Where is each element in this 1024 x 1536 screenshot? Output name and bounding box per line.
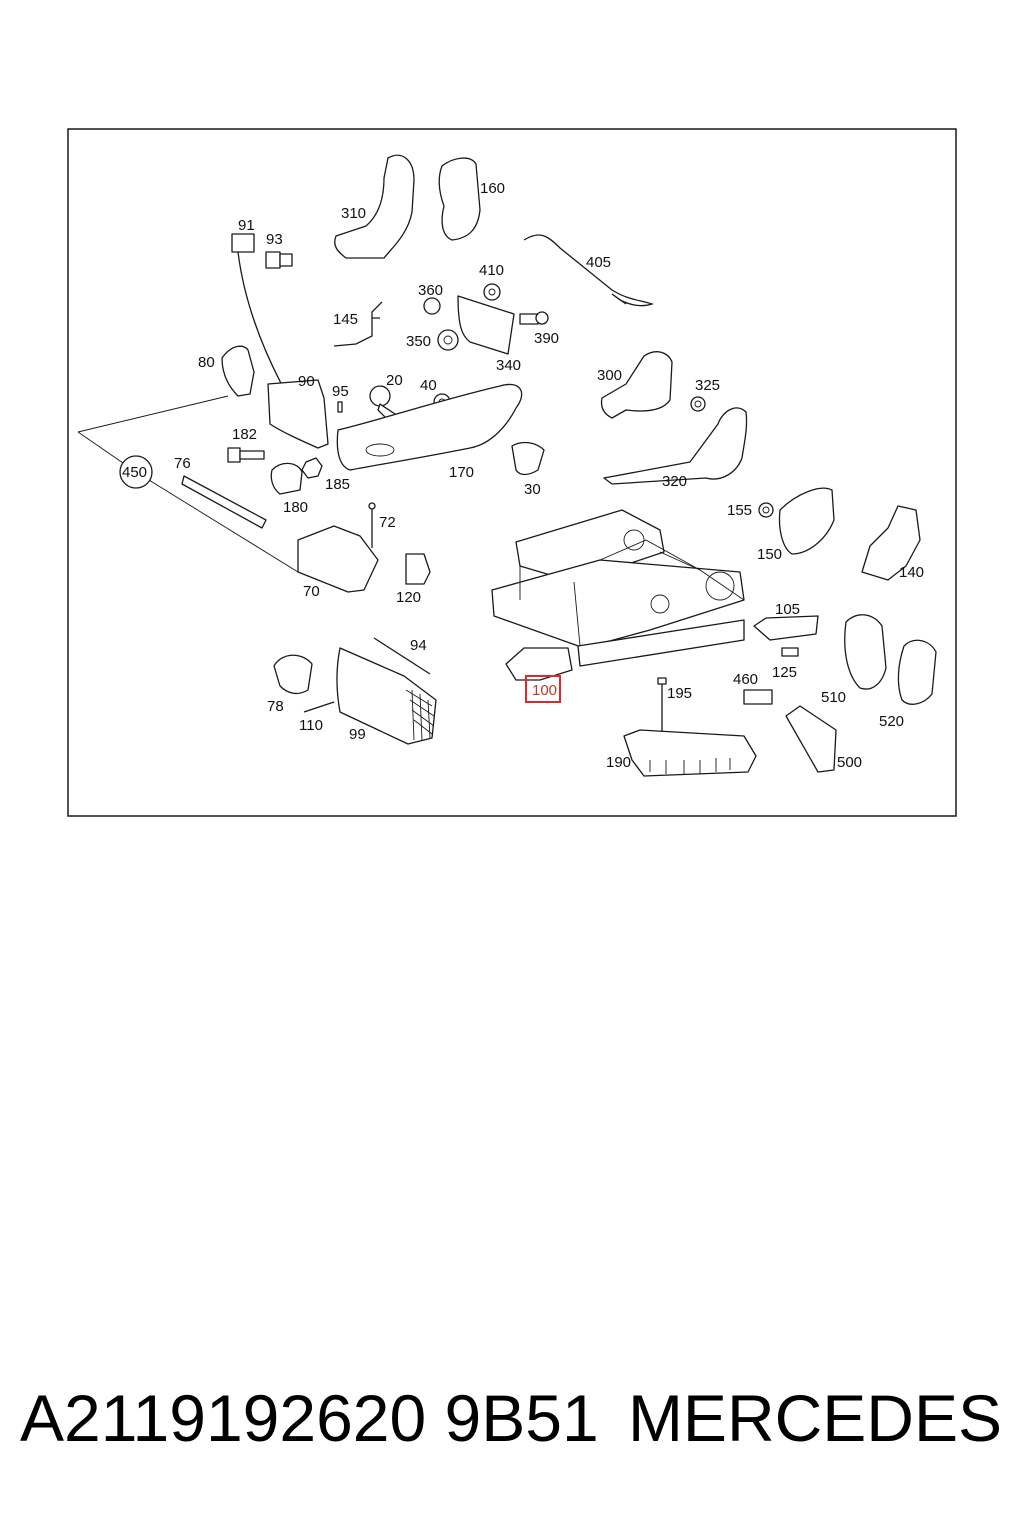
part-105 xyxy=(753,615,819,641)
part-72 xyxy=(368,502,376,548)
brand-name: MERCEDES xyxy=(627,1381,1002,1455)
part-510 xyxy=(844,614,887,690)
label-310: 310 xyxy=(341,205,366,222)
label-170: 170 xyxy=(449,464,474,481)
label-500: 500 xyxy=(837,754,862,771)
label-180: 180 xyxy=(283,499,308,516)
label-520: 520 xyxy=(879,713,904,730)
part-120 xyxy=(405,553,431,585)
part-520 xyxy=(897,639,937,705)
part-325 xyxy=(690,396,706,412)
label-94: 94 xyxy=(410,637,427,654)
label-72: 72 xyxy=(379,514,396,531)
label-155: 155 xyxy=(727,502,752,519)
diagram-canvas: 310 160 91 93 405 410 360 145 390 350 34… xyxy=(67,128,957,817)
part-182 xyxy=(227,447,265,463)
part-78 xyxy=(273,654,313,695)
label-90: 90 xyxy=(298,373,315,390)
part-91 xyxy=(231,233,255,253)
label-80: 80 xyxy=(198,354,215,371)
label-410: 410 xyxy=(479,262,504,279)
label-325: 325 xyxy=(695,377,720,394)
part-185 xyxy=(301,457,323,479)
label-510: 510 xyxy=(821,689,846,706)
part-350 xyxy=(437,329,459,351)
part-99-grille xyxy=(405,689,435,741)
label-125: 125 xyxy=(772,664,797,681)
label-160: 160 xyxy=(480,180,505,197)
part-90 xyxy=(267,379,329,449)
part-405 xyxy=(523,234,655,307)
label-350: 350 xyxy=(406,333,431,350)
part-number: A2119192620 9B51 xyxy=(20,1381,599,1455)
part-110 xyxy=(303,701,335,713)
footer: A2119192620 9B51 MERCEDES xyxy=(0,1380,1024,1470)
part-340 xyxy=(457,295,515,355)
part-94 xyxy=(373,637,431,675)
part-500 xyxy=(785,705,837,773)
part-145 xyxy=(333,301,383,347)
part-125 xyxy=(781,647,799,657)
label-100-highlight: 100 xyxy=(532,682,557,699)
label-20: 20 xyxy=(386,372,403,389)
part-170-slot xyxy=(365,443,395,457)
label-360: 360 xyxy=(418,282,443,299)
part-30 xyxy=(511,441,545,476)
label-76: 76 xyxy=(174,455,191,472)
part-170 xyxy=(336,383,523,471)
label-390: 390 xyxy=(534,330,559,347)
part-160 xyxy=(438,157,481,241)
part-80 xyxy=(221,345,255,397)
label-145: 145 xyxy=(333,311,358,328)
label-40: 40 xyxy=(420,377,437,394)
part-460 xyxy=(743,689,773,705)
label-140: 140 xyxy=(899,564,924,581)
part-140 xyxy=(861,505,921,581)
label-78: 78 xyxy=(267,698,284,715)
label-93: 93 xyxy=(266,231,283,248)
part-195 xyxy=(657,677,667,734)
label-405: 405 xyxy=(586,254,611,271)
label-182: 182 xyxy=(232,426,257,443)
part-190-ribs xyxy=(649,758,731,774)
part-100 xyxy=(505,647,573,681)
part-310 xyxy=(334,154,415,259)
part-360 xyxy=(423,297,441,315)
label-30: 30 xyxy=(524,481,541,498)
part-155 xyxy=(758,502,774,518)
label-105: 105 xyxy=(775,601,800,618)
callout-450 xyxy=(119,455,153,489)
label-460: 460 xyxy=(733,671,758,688)
part-410 xyxy=(483,283,501,301)
label-99: 99 xyxy=(349,726,366,743)
label-150: 150 xyxy=(757,546,782,563)
label-95: 95 xyxy=(332,383,349,400)
label-190: 190 xyxy=(606,754,631,771)
part-390 xyxy=(519,311,549,325)
part-320 xyxy=(603,407,748,485)
part-190 xyxy=(623,729,757,777)
highlight-box xyxy=(525,675,561,703)
label-70: 70 xyxy=(303,583,320,600)
part-300 xyxy=(600,351,673,419)
part-76 xyxy=(181,475,267,529)
label-120: 120 xyxy=(396,589,421,606)
label-91: 91 xyxy=(238,217,255,234)
seat-frame-assembly xyxy=(491,509,745,667)
diagram-frame xyxy=(67,128,957,817)
label-195: 195 xyxy=(667,685,692,702)
label-320: 320 xyxy=(662,473,687,490)
part-95 xyxy=(337,401,343,413)
label-185: 185 xyxy=(325,476,350,493)
label-450: 450 xyxy=(122,464,147,481)
label-110: 110 xyxy=(299,717,323,734)
part-70 xyxy=(297,525,379,593)
part-93 xyxy=(265,251,293,269)
part-150 xyxy=(778,487,835,555)
part-180 xyxy=(270,462,303,495)
label-300: 300 xyxy=(597,367,622,384)
label-340: 340 xyxy=(496,357,521,374)
parts-diagram: 310 160 91 93 405 410 360 145 390 350 34… xyxy=(67,128,957,817)
